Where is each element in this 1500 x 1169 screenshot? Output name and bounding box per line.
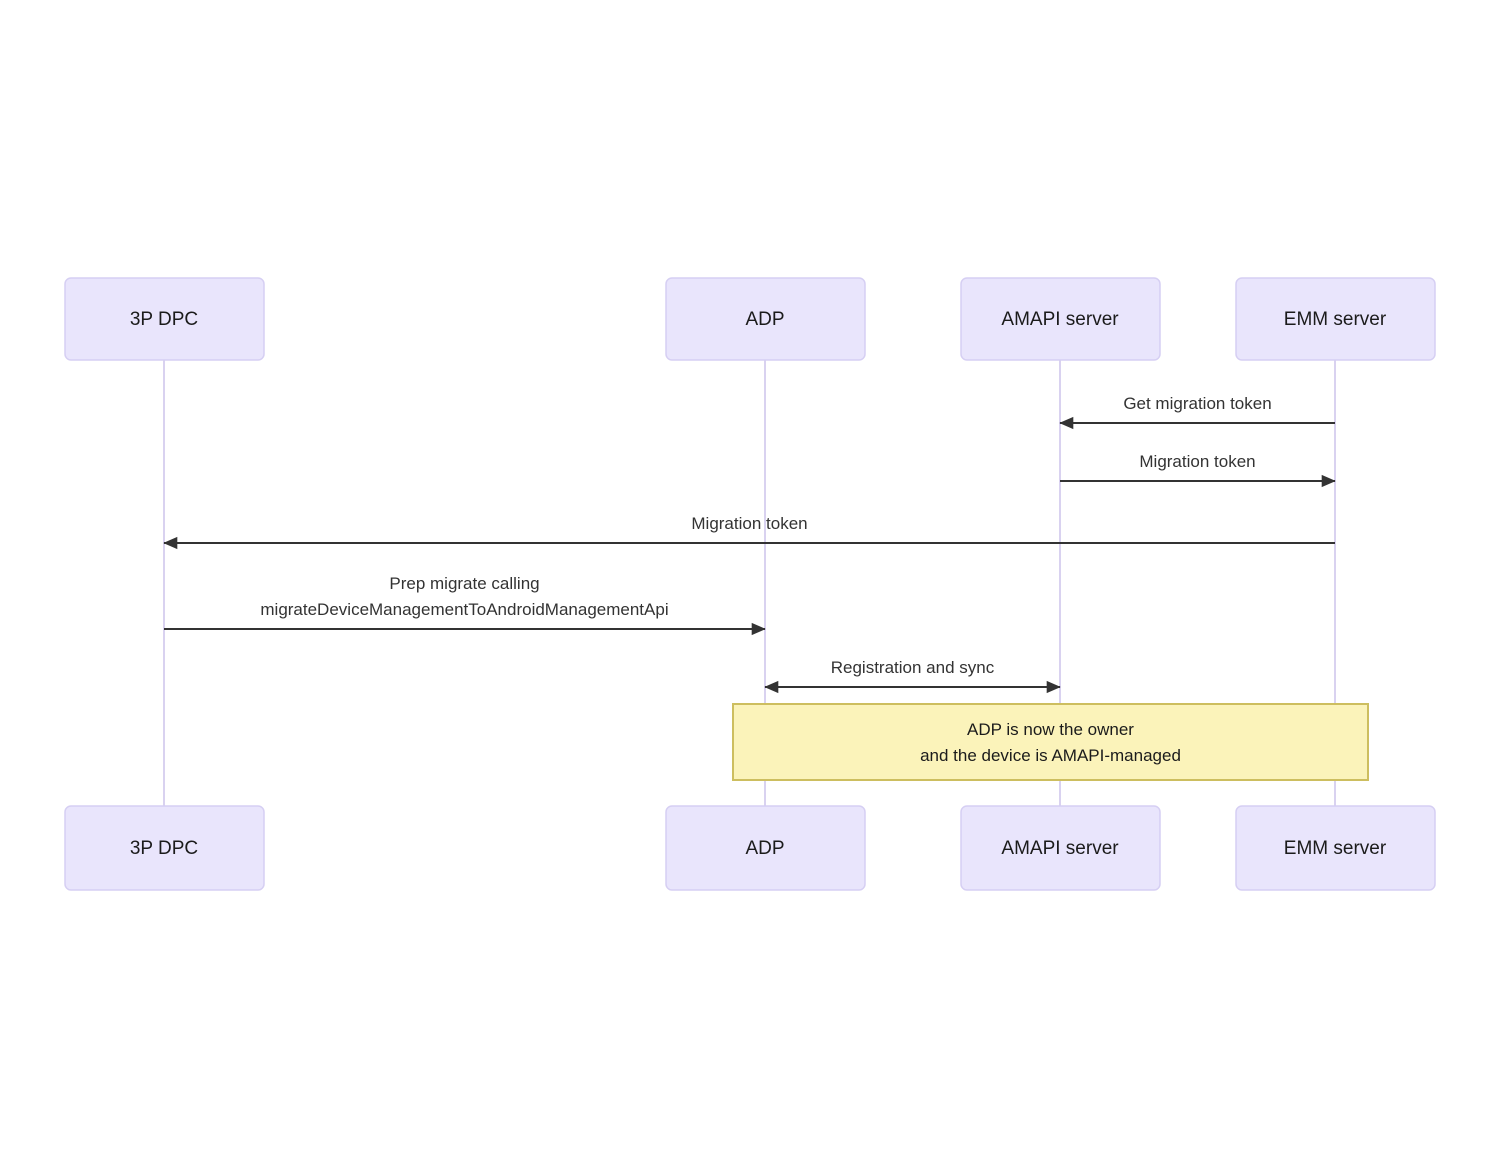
message-label: Migration token [1139,452,1255,471]
participant-box [960,277,1161,361]
participant-adp-top[interactable]: ADP [665,277,866,361]
participant-box [1235,805,1436,891]
note-line: and the device is AMAPI-managed [920,746,1181,765]
participant-adp-bottom[interactable]: ADP [665,805,866,891]
msg-prep-migrate[interactable]: Prep migrate calling migrateDeviceManagem… [164,574,766,636]
participant-label: 3P DPC [130,838,198,859]
message-label: Prep migrate calling [389,574,539,593]
msg-migration-token-dpc[interactable]: Migration token [163,514,1335,550]
participant-label: AMAPI server [1001,838,1119,859]
msg-registration-and-sync[interactable]: Registration and sync [764,658,1061,694]
participant-box [64,805,265,891]
participant-box [960,805,1161,891]
participant-amapi-bottom[interactable]: AMAPI server [960,805,1161,891]
participant-label: AMAPI server [1001,309,1119,330]
participant-label: EMM server [1284,309,1387,330]
participant-label: 3P DPC [130,309,198,330]
participant-box [665,277,866,361]
msg-migration-token-emm[interactable]: Migration token [1060,452,1336,488]
participant-amapi-top[interactable]: AMAPI server [960,277,1161,361]
participant-label: ADP [745,838,784,859]
participant-dpc-top[interactable]: 3P DPC [64,277,265,361]
participant-label: ADP [745,309,784,330]
note-box [732,703,1369,781]
message-label: Migration token [691,514,807,533]
participant-label: EMM server [1284,838,1387,859]
participant-emm-bottom[interactable]: EMM server [1235,805,1436,891]
note-line: ADP is now the owner [967,720,1134,739]
message-label: Registration and sync [831,658,995,677]
participant-box [64,277,265,361]
participant-box [665,805,866,891]
participant-box [1235,277,1436,361]
msg-get-migration-token[interactable]: Get migration token [1059,394,1335,430]
message-label: migrateDeviceManagementToAndroidManageme… [260,600,668,619]
note-adp-owner[interactable]: ADP is now the owner and the device is AM… [732,703,1369,781]
participant-emm-top[interactable]: EMM server [1235,277,1436,361]
participant-dpc-bottom[interactable]: 3P DPC [64,805,265,891]
notes-group: ADP is now the owner and the device is AM… [732,703,1369,781]
message-label: Get migration token [1123,394,1271,413]
